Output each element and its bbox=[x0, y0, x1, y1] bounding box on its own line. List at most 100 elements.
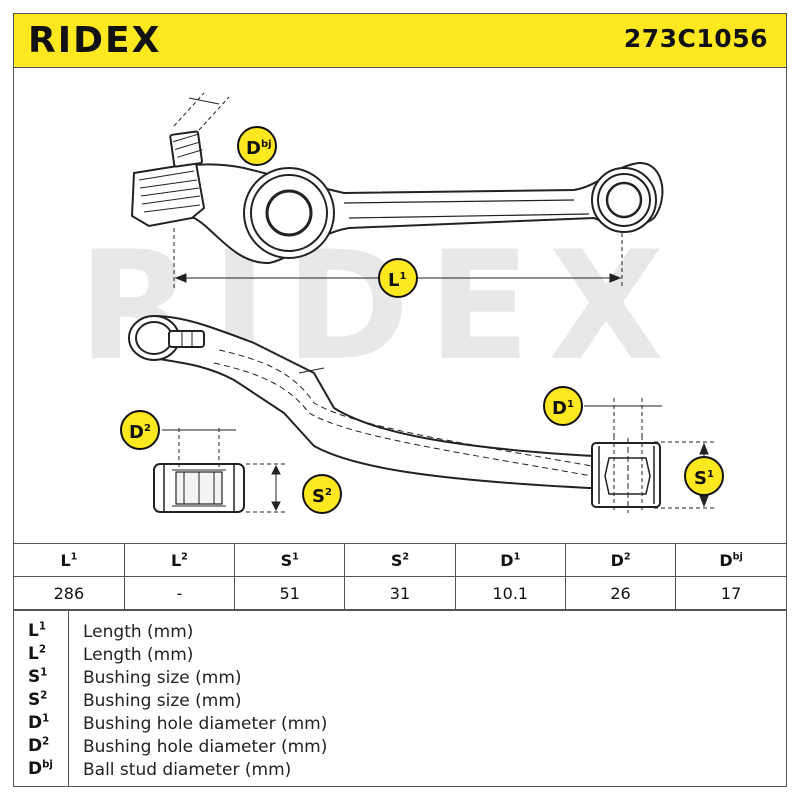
spec-header-l1-base: L bbox=[60, 550, 71, 570]
spec-header-l2-base: L bbox=[170, 550, 182, 570]
legend-row-l2: L2 Length (mm) bbox=[14, 644, 786, 666]
callout-s1: S1 bbox=[684, 456, 724, 496]
spec-header-d1-sup: 1 bbox=[513, 551, 521, 563]
legend-symbol: S2 bbox=[28, 690, 47, 710]
spec-header-s1-sup: 1 bbox=[292, 551, 299, 563]
legend-row-d1: D1 Bushing hole diameter (mm) bbox=[14, 713, 786, 735]
legend-row-s2: S2 Bushing size (mm) bbox=[14, 690, 786, 712]
callout-dbj: Dbj bbox=[237, 126, 277, 166]
legend-description: Bushing hole diameter (mm) bbox=[83, 714, 328, 734]
spec-header-s2: S2 bbox=[344, 543, 456, 577]
callout-s2-sup: 2 bbox=[325, 487, 332, 498]
callout-l1: L1 bbox=[378, 258, 418, 298]
legend-row-dbj: Dbj Ball stud diameter (mm) bbox=[14, 759, 786, 781]
spec-header-s2-sup: 2 bbox=[402, 551, 410, 563]
spec-header-d2-base: D bbox=[610, 550, 624, 570]
legend-row-s1: S1 Bushing size (mm) bbox=[14, 667, 786, 689]
callout-d1: D1 bbox=[543, 386, 583, 426]
part-number: 273C1056 bbox=[623, 24, 768, 53]
svg-text:Dbj: Dbj bbox=[246, 138, 272, 159]
legend-description: Bushing hole diameter (mm) bbox=[83, 737, 328, 757]
legend-symbol-base: D bbox=[28, 713, 43, 733]
legend-symbol: D2 bbox=[28, 736, 49, 756]
spec-table: L1 L2 S1 S2 D1 D2 Dbj 286 - 51 31 10.1 2… bbox=[14, 543, 786, 610]
spec-header-dbj-sup: bj bbox=[732, 551, 743, 563]
callout-d2-base: D bbox=[129, 422, 144, 443]
callout-s2-base: S bbox=[312, 486, 325, 507]
spec-value-d2: 26 bbox=[564, 576, 677, 610]
callout-dbj-sup: bj bbox=[261, 139, 272, 150]
legend-description: Length (mm) bbox=[83, 622, 194, 642]
spec-header-s2-base: S bbox=[390, 550, 403, 570]
spec-value-l2: - bbox=[123, 576, 236, 610]
brand-text: RIDEX bbox=[28, 21, 161, 59]
callout-d2: D2 bbox=[120, 410, 160, 450]
legend-symbol-sup: 1 bbox=[40, 667, 48, 679]
technical-drawing: RIDEX bbox=[78, 92, 724, 514]
spec-value-d1: 10.1 bbox=[454, 576, 566, 610]
legend-symbol-sup: 1 bbox=[38, 621, 46, 633]
header-bar: RIDEX 273C1056 bbox=[14, 14, 786, 68]
legend-symbol-base: L bbox=[28, 621, 39, 641]
legend-description: Bushing size (mm) bbox=[83, 691, 242, 711]
svg-text:D1: D1 bbox=[552, 398, 574, 419]
spec-header-l2: L2 bbox=[123, 543, 236, 577]
d2-s2-dimensions bbox=[162, 428, 286, 513]
spec-header-s1-base: S bbox=[280, 550, 293, 570]
legend-symbol-sup: 2 bbox=[38, 644, 46, 656]
legend-symbol-sup: bj bbox=[42, 759, 53, 771]
legend-symbol-base: S bbox=[28, 690, 41, 710]
spec-header-l1: L1 bbox=[14, 543, 125, 577]
callout-dbj-base: D bbox=[246, 138, 261, 159]
dbj-dimension bbox=[173, 92, 230, 131]
legend-description: Bushing size (mm) bbox=[83, 668, 242, 688]
svg-text:L1: L1 bbox=[388, 270, 406, 291]
spec-value-s1: 51 bbox=[234, 576, 346, 610]
spec-header-d1: D1 bbox=[454, 543, 566, 577]
callout-s1-base: S bbox=[694, 468, 707, 489]
svg-text:S2: S2 bbox=[312, 486, 332, 507]
spec-header-l2-sup: 2 bbox=[181, 551, 188, 563]
callout-s2: S2 bbox=[302, 474, 342, 514]
spec-header-d2: D2 bbox=[564, 543, 677, 577]
spec-value-l1: 286 bbox=[14, 576, 125, 610]
watermark-logo: RIDEX bbox=[78, 220, 682, 394]
spec-header-l1-sup: 1 bbox=[70, 551, 78, 563]
legend-description: Length (mm) bbox=[83, 645, 194, 665]
legend-symbol: L1 bbox=[28, 621, 46, 641]
legend-symbol-sup: 2 bbox=[40, 690, 48, 702]
spec-sheet: RIDEX 273C1056 RIDEX bbox=[13, 13, 787, 787]
legend-row-d2: D2 Bushing hole diameter (mm) bbox=[14, 736, 786, 758]
spec-header-s1: S1 bbox=[234, 543, 346, 577]
spec-table-value-row: 286 - 51 31 10.1 26 17 bbox=[14, 576, 786, 610]
spec-header-dbj-base: D bbox=[719, 550, 733, 570]
legend-description: Ball stud diameter (mm) bbox=[83, 760, 292, 780]
svg-text:S1: S1 bbox=[694, 468, 714, 489]
spec-header-d1-base: D bbox=[500, 550, 514, 570]
legend-symbol: L2 bbox=[28, 644, 46, 664]
l1-dimension bbox=[173, 228, 623, 288]
bushing-detail bbox=[153, 463, 245, 513]
svg-text:D2: D2 bbox=[129, 422, 151, 443]
spec-header-d2-sup: 2 bbox=[623, 551, 631, 563]
callout-l1-sup: 1 bbox=[399, 271, 406, 282]
legend-symbol: D1 bbox=[28, 713, 49, 733]
control-arm-side-view bbox=[128, 314, 661, 513]
legend-row-l1: L1 Length (mm) bbox=[14, 621, 786, 643]
control-arm-top-view bbox=[130, 130, 664, 265]
brand-logo: RIDEX bbox=[28, 21, 161, 59]
callout-d1-base: D bbox=[552, 398, 567, 419]
spec-table-header-row: L1 L2 S1 S2 D1 D2 Dbj bbox=[14, 543, 786, 577]
legend-symbol: S1 bbox=[28, 667, 47, 687]
legend-symbol-base: D bbox=[28, 736, 43, 756]
spec-value-s2: 31 bbox=[344, 576, 456, 610]
legend-symbol-base: L bbox=[28, 644, 39, 664]
legend-symbol-sup: 2 bbox=[42, 736, 50, 748]
legend-symbol-base: D bbox=[28, 759, 43, 779]
callout-s1-sup: 1 bbox=[707, 469, 714, 480]
legend: L1 Length (mm) L2 Length (mm) S1 Bushing… bbox=[14, 610, 786, 786]
callout-d2-sup: 2 bbox=[144, 423, 151, 434]
callout-l1-base: L bbox=[388, 270, 399, 291]
legend-symbol-sup: 1 bbox=[42, 713, 50, 725]
legend-symbol-base: S bbox=[28, 667, 41, 687]
